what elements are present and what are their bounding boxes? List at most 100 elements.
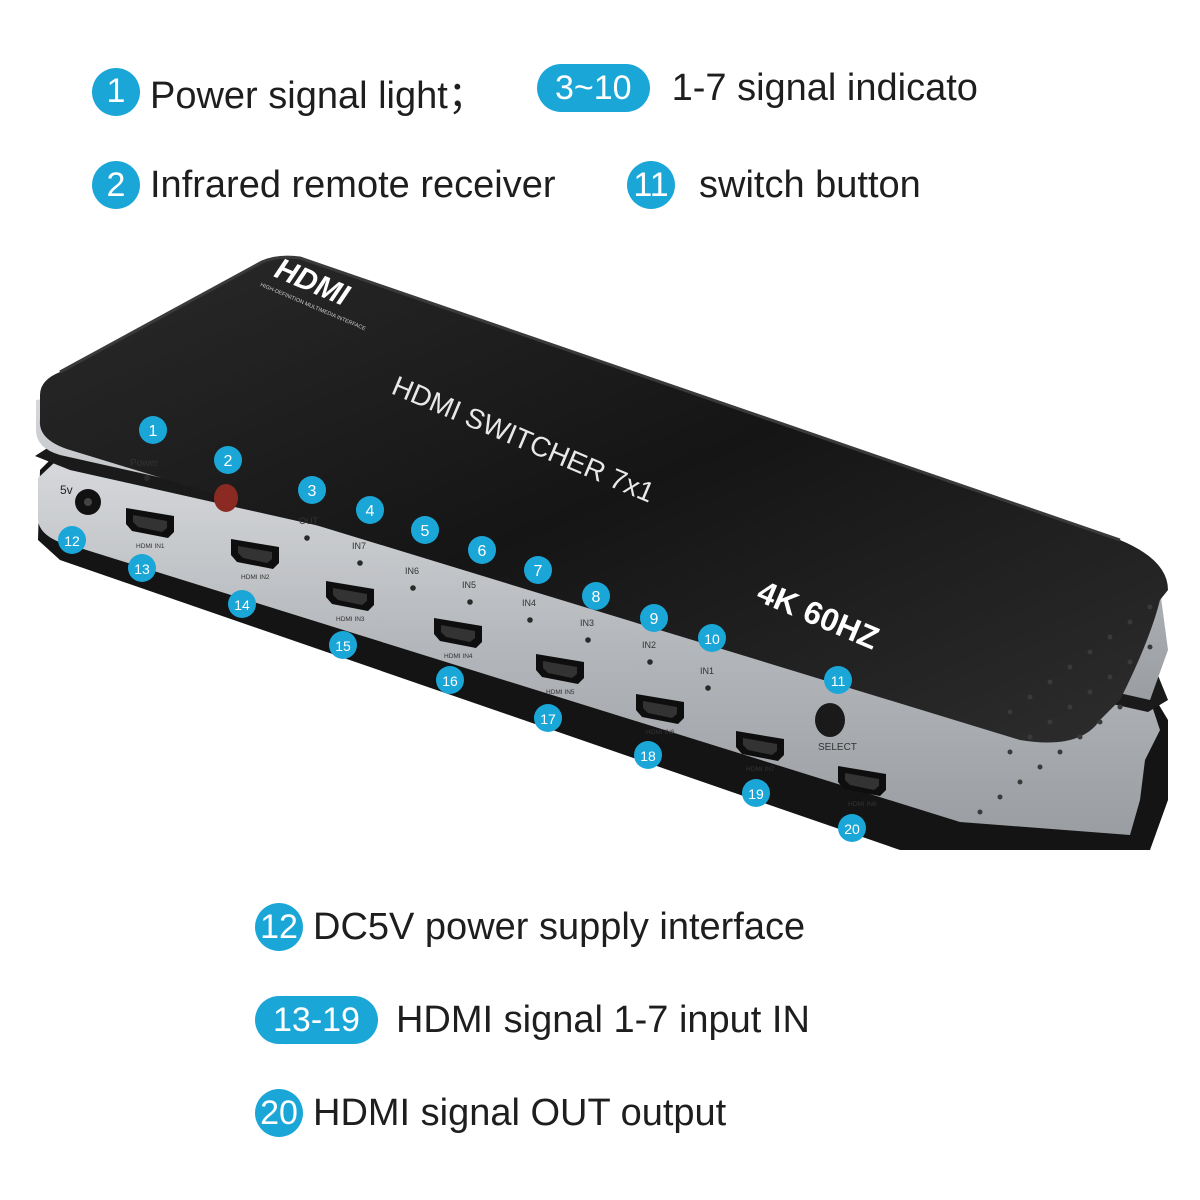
svg-text:5: 5 bbox=[421, 523, 430, 540]
svg-text:15: 15 bbox=[335, 638, 351, 654]
port-label: HDMI IN6 bbox=[646, 729, 675, 736]
legend-item-ir-receiver: 2 Infrared remote receiver bbox=[92, 161, 556, 209]
callout-marker: 5 bbox=[411, 516, 439, 544]
callout-marker: 11 bbox=[824, 666, 852, 694]
legend-item-switch-button: 11 switch button bbox=[627, 161, 921, 209]
hdmi-switcher-device: HDMI HIGH-DEFINITION MULTIMEDIA INTERFAC… bbox=[35, 252, 1169, 850]
indicator-led bbox=[357, 560, 363, 566]
callout-marker: 3 bbox=[298, 476, 326, 504]
indicator-label: IN7 bbox=[352, 541, 366, 551]
callout-marker: 16 bbox=[436, 666, 464, 694]
svg-text:17: 17 bbox=[540, 711, 556, 727]
ir-receiver-window bbox=[214, 484, 238, 512]
port-label: HDMI IN8 bbox=[848, 801, 877, 808]
indicator-led bbox=[705, 685, 711, 691]
indicator-label: IN5 bbox=[462, 580, 476, 590]
indicator-led bbox=[647, 659, 653, 665]
legend-text: HDMI signal 1-7 input IN bbox=[395, 998, 810, 1041]
callout-badge: 13-19 bbox=[255, 996, 378, 1044]
port-label: HDMI IN3 bbox=[336, 616, 365, 623]
top-cover bbox=[39, 257, 1169, 743]
callout-marker: 13 bbox=[128, 554, 156, 582]
callout-marker: 15 bbox=[329, 631, 357, 659]
dc-label: 5v bbox=[60, 483, 73, 497]
front-panel-lower bbox=[38, 462, 1160, 835]
indicator-led bbox=[467, 599, 473, 605]
legend-text: Infrared remote receiver bbox=[150, 163, 556, 206]
port-label: HDMI IN5 bbox=[546, 689, 575, 696]
indicator-led bbox=[410, 585, 416, 591]
callout-badge: 20 bbox=[255, 1089, 303, 1137]
vent-holes bbox=[977, 604, 1153, 815]
power-label: Power bbox=[130, 458, 159, 469]
port-label: HDMI IN7 bbox=[746, 766, 775, 773]
callout-marker: 12 bbox=[58, 526, 86, 554]
indicator-label: IN6 bbox=[405, 566, 419, 576]
legend-item-dc-interface: 12 DC5V power supply interface bbox=[255, 903, 805, 951]
legend-text: HDMI signal OUT output bbox=[313, 1091, 727, 1134]
hdmi-port[interactable]: HDMI IN4 bbox=[434, 618, 482, 660]
callout-marker: 9 bbox=[640, 604, 668, 632]
svg-text:16: 16 bbox=[442, 673, 458, 689]
callout-marker: 17 bbox=[534, 704, 562, 732]
callout-marker: 20 bbox=[838, 814, 866, 842]
callout-badge: 2 bbox=[92, 161, 140, 209]
legend-text: Power signal light； bbox=[150, 75, 486, 117]
svg-text:14: 14 bbox=[234, 597, 250, 613]
callout-badge: 1 bbox=[92, 67, 140, 116]
hdmi-port[interactable]: HDMI IN2 bbox=[231, 539, 279, 581]
callout-marker: 14 bbox=[228, 590, 256, 618]
hdmi-port[interactable]: HDMI IN6 bbox=[636, 694, 684, 736]
legend-item-signal-indicators: 3~10 1-7 signal indicato bbox=[537, 64, 978, 112]
svg-text:19: 19 bbox=[748, 786, 764, 802]
legend-text: 1-7 signal indicato bbox=[671, 66, 978, 109]
svg-text:9: 9 bbox=[650, 611, 659, 628]
legend-item-hdmi-output: 20 HDMI signal OUT output bbox=[255, 1089, 726, 1137]
indicator-label: IN2 bbox=[642, 640, 656, 650]
port-label: HDMI IN2 bbox=[241, 574, 270, 581]
callout-marker: 2 bbox=[214, 446, 242, 474]
indicator-label: IN1 bbox=[700, 666, 714, 676]
callout-badge: 11 bbox=[627, 161, 675, 209]
hdmi-port[interactable]: HDMI IN1 bbox=[126, 508, 174, 550]
power-led bbox=[144, 475, 150, 481]
callout-marker: 7 bbox=[524, 556, 552, 584]
callout-marker: 4 bbox=[356, 496, 384, 524]
svg-text:1: 1 bbox=[149, 423, 158, 440]
legend-item-hdmi-inputs: 13-19 HDMI signal 1-7 input IN bbox=[255, 996, 810, 1044]
callout-badge: 3~10 bbox=[537, 64, 650, 112]
indicator-led bbox=[527, 617, 533, 623]
indicator-label: IN4 bbox=[522, 598, 536, 608]
callout-marker: 8 bbox=[582, 582, 610, 610]
svg-text:20: 20 bbox=[844, 821, 860, 837]
svg-text:7: 7 bbox=[534, 563, 543, 580]
hdmi-port[interactable]: HDMI IN3 bbox=[326, 581, 374, 623]
callout-marker: 10 bbox=[698, 624, 726, 652]
select-button[interactable] bbox=[815, 703, 845, 737]
svg-text:18: 18 bbox=[640, 748, 656, 764]
select-label: SELECT bbox=[818, 742, 857, 753]
svg-text:11: 11 bbox=[831, 673, 846, 689]
callout-badge: 12 bbox=[255, 903, 303, 951]
svg-text:6: 6 bbox=[478, 543, 487, 560]
callout-marker: 6 bbox=[468, 536, 496, 564]
svg-text:3: 3 bbox=[308, 483, 317, 500]
svg-text:2: 2 bbox=[224, 453, 233, 470]
indicator-led bbox=[304, 535, 310, 541]
svg-text:13: 13 bbox=[134, 561, 150, 577]
hdmi-port[interactable]: HDMI IN5 bbox=[536, 654, 584, 696]
callout-marker: 1 bbox=[139, 416, 167, 444]
hdmi-port[interactable]: HDMI IN8 bbox=[838, 766, 886, 808]
indicator-label: IN3 bbox=[580, 618, 594, 628]
legend-text: DC5V power supply interface bbox=[313, 905, 806, 948]
callout-marker: 18 bbox=[634, 741, 662, 769]
indicator-led bbox=[585, 637, 591, 643]
hdmi-port[interactable]: HDMI IN7 bbox=[736, 731, 784, 773]
port-label: HDMI IN1 bbox=[136, 543, 165, 550]
indicator-label: OUT bbox=[299, 516, 319, 526]
svg-text:12: 12 bbox=[64, 533, 80, 549]
legend-item-power-light: 1 Power signal light； bbox=[92, 64, 486, 119]
